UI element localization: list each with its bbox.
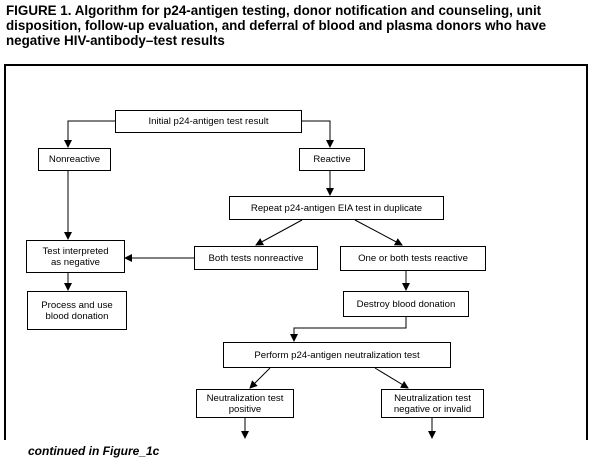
connector-initial-to-nonreactive xyxy=(64,120,115,148)
title-line-1: FIGURE 1. Algorithm for p24-antigen test… xyxy=(6,3,542,18)
continued-note: continued in Figure_1c xyxy=(28,444,160,458)
node-process-use-donation: Process and use blood donation xyxy=(27,291,127,330)
node-repeat-eia-test: Repeat p24-antigen EIA test in duplicate xyxy=(229,196,444,220)
node-destroy-donation: Destroy blood donation xyxy=(343,291,469,317)
connector-repeat-to-both-nonreactive xyxy=(255,219,303,246)
node-both-tests-nonreactive: Both tests nonreactive xyxy=(194,246,318,270)
node-neutralization-positive: Neutralization test positive xyxy=(196,389,294,418)
node-neutralization-test: Perform p24-antigen neutralization test xyxy=(223,342,451,368)
connector-neutralization-to-positive xyxy=(249,367,271,389)
connector-neutralization-to-negative xyxy=(374,367,409,389)
connector-repeat-to-one-or-both xyxy=(354,219,403,246)
title-line-3: negative HIV-antibody–test results xyxy=(6,33,225,48)
node-one-or-both-reactive: One or both tests reactive xyxy=(340,246,486,271)
figure-title: FIGURE 1. Algorithm for p24-antigen test… xyxy=(6,3,594,48)
node-test-interpreted-negative: Test interpreted as negative xyxy=(26,240,125,273)
node-initial-test-result: Initial p24-antigen test result xyxy=(115,110,302,133)
connector-destroy-to-neutralization xyxy=(290,317,407,342)
node-neutralization-negative: Neutralization test negative or invalid xyxy=(381,389,484,418)
connector-initial-to-reactive xyxy=(302,120,334,148)
node-reactive: Reactive xyxy=(299,148,365,171)
node-nonreactive: Nonreactive xyxy=(38,148,111,171)
title-line-2: disposition, follow-up evaluation, and d… xyxy=(6,18,547,33)
diagram-frame xyxy=(4,64,588,440)
